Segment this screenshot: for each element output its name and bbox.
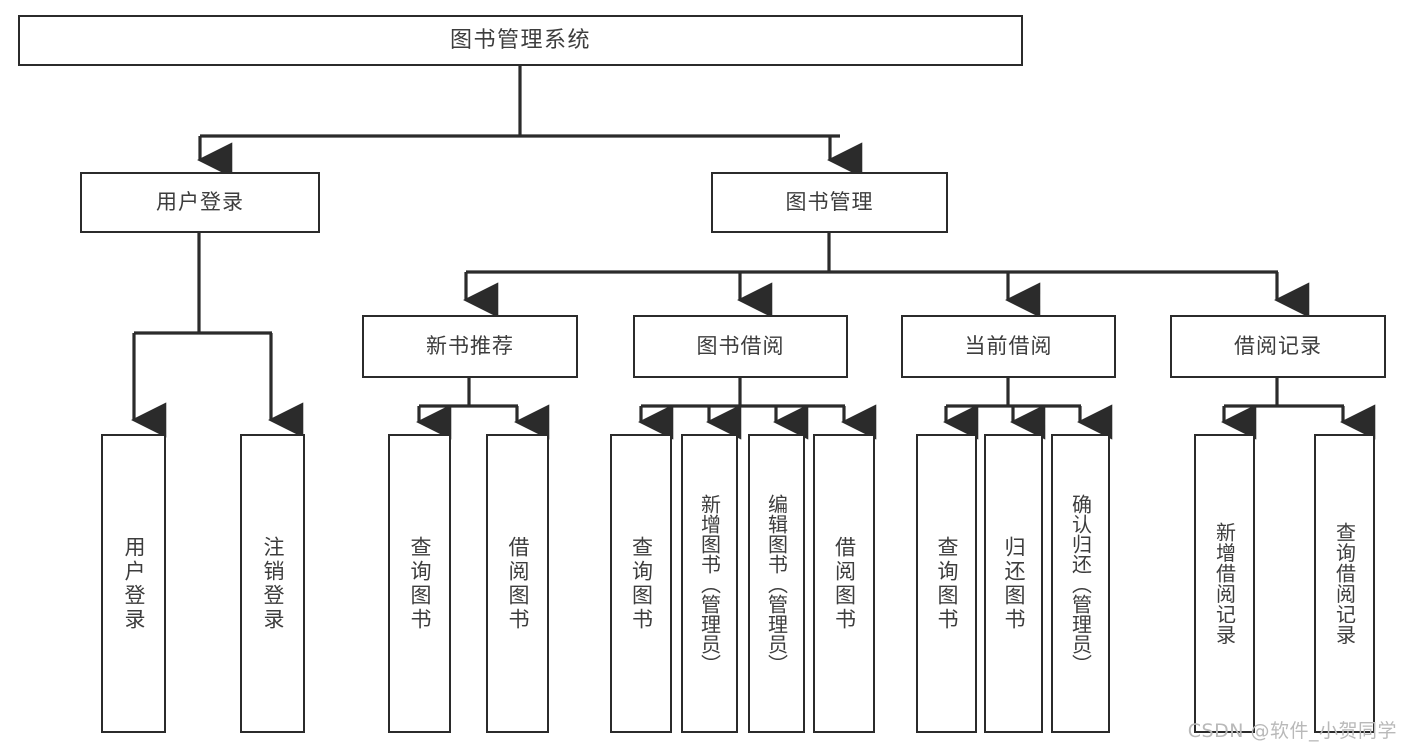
node-user-login[interactable]: 用户登录: [80, 172, 320, 233]
watermark: CSDN @软件_小贺同学: [1187, 720, 1397, 742]
node-label: 查询图书: [935, 535, 959, 632]
leaf-return-book[interactable]: 归还图书: [984, 434, 1043, 733]
leaf-confirm-return-admin[interactable]: 确认归还（管理员）: [1051, 434, 1110, 733]
node-label: 归还图书: [1002, 535, 1026, 632]
leaf-query-book-borrow[interactable]: 查询图书: [610, 434, 672, 733]
node-book-management[interactable]: 图书管理: [711, 172, 948, 233]
node-label: 注销登录: [261, 535, 285, 632]
node-root[interactable]: 图书管理系统: [18, 15, 1023, 66]
leaf-query-book-recommend[interactable]: 查询图书: [388, 434, 451, 733]
node-label: 图书管理: [785, 190, 874, 215]
leaf-query-borrow-record[interactable]: 查询借阅记录: [1314, 434, 1375, 733]
leaf-add-book-admin[interactable]: 新增图书（管理员）: [681, 434, 738, 733]
node-label: 借阅记录: [1234, 334, 1322, 359]
node-label: 图书借阅: [696, 334, 785, 359]
node-label: 借阅图书: [832, 535, 857, 632]
node-label: 查询借阅记录: [1332, 522, 1357, 645]
leaf-borrow-book[interactable]: 借阅图书: [813, 434, 875, 733]
leaf-add-borrow-record[interactable]: 新增借阅记录: [1194, 434, 1255, 733]
node-label: 新书推荐: [426, 334, 514, 359]
node-borrow-records[interactable]: 借阅记录: [1170, 315, 1386, 378]
node-label: 用户登录: [156, 190, 244, 215]
node-label: 用户登录: [122, 535, 146, 632]
node-book-borrow[interactable]: 图书借阅: [633, 315, 848, 378]
node-label: 查询图书: [629, 535, 654, 632]
node-label: 新增图书（管理员）: [697, 493, 722, 674]
leaf-borrow-book-recommend[interactable]: 借阅图书: [486, 434, 549, 733]
leaf-query-book-current[interactable]: 查询图书: [916, 434, 977, 733]
node-current-borrow[interactable]: 当前借阅: [901, 315, 1116, 378]
node-new-book-recommend[interactable]: 新书推荐: [362, 315, 578, 378]
node-label: 确认归还（管理员）: [1068, 493, 1093, 674]
leaf-logout[interactable]: 注销登录: [240, 434, 305, 733]
node-label: 借阅图书: [506, 535, 530, 632]
node-label: 图书管理系统: [449, 27, 591, 53]
node-label: 新增借阅记录: [1212, 522, 1237, 645]
node-label: 查询图书: [408, 535, 432, 632]
node-label: 编辑图书（管理员）: [764, 493, 789, 674]
leaf-user-login[interactable]: 用户登录: [101, 434, 166, 733]
leaf-edit-book-admin[interactable]: 编辑图书（管理员）: [748, 434, 805, 733]
node-label: 当前借阅: [964, 334, 1053, 359]
